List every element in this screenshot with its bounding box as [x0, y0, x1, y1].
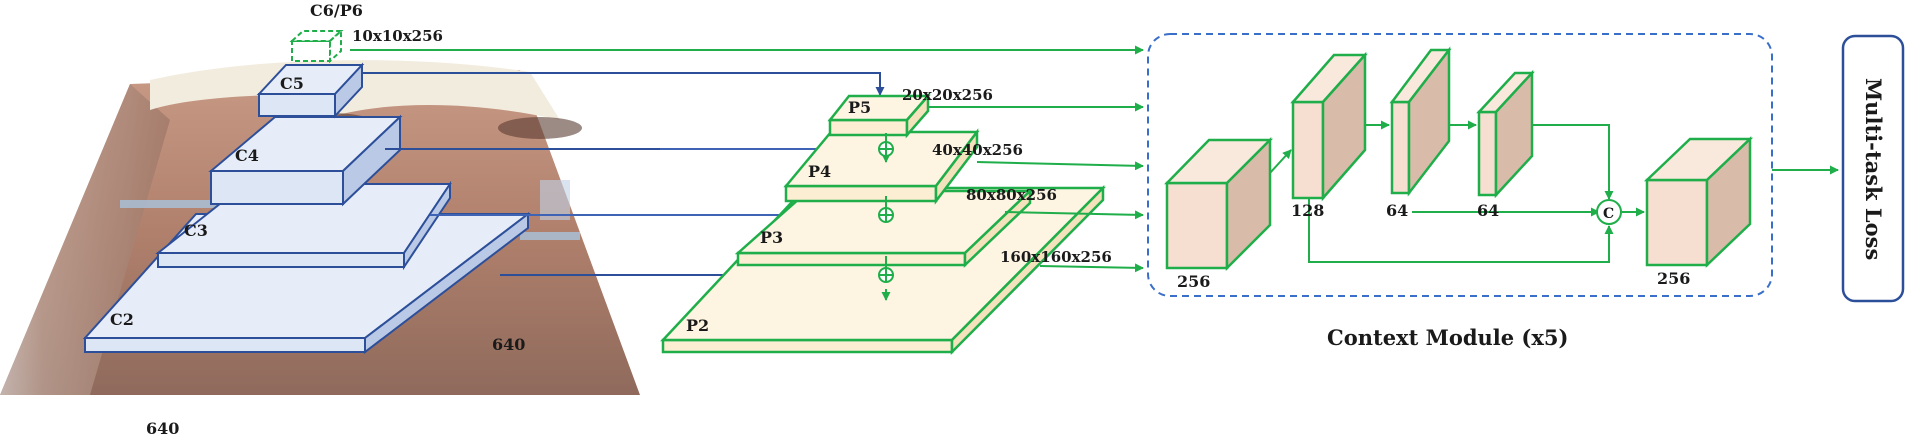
p5-dim-label: 20x20x256	[902, 86, 993, 104]
lateral-connections	[362, 72, 885, 280]
circle-plus-icon	[878, 141, 894, 157]
c4-label: C4	[235, 146, 259, 165]
circle-c-icon: C	[1596, 199, 1622, 225]
context-branch-64-cube-2	[1476, 69, 1535, 199]
fpn-p5	[827, 92, 931, 139]
circle-plus-icon	[878, 207, 894, 223]
c5-label: C5	[280, 74, 304, 93]
context-branch-128-cube	[1290, 51, 1368, 202]
image-height-label: 640	[146, 419, 179, 438]
backbone-c5	[256, 62, 365, 119]
context-input-cube	[1164, 136, 1274, 272]
context-module-title: Context Module (x5)	[1327, 325, 1568, 350]
p3-label: P3	[760, 228, 783, 247]
backbone-c4	[208, 114, 403, 207]
p2-dim-label: 160x160x256	[1000, 248, 1112, 266]
context-internal-arrows	[1269, 120, 1645, 263]
fpn-to-context-arrows	[350, 45, 1144, 273]
circle-plus-icon	[878, 267, 894, 283]
concat-symbol: C	[1603, 206, 1614, 222]
context-branch1-channels: 128	[1291, 201, 1324, 220]
p2-label: P2	[686, 316, 709, 335]
context-branch2-channels: 64	[1386, 201, 1408, 220]
context-output-channels: 256	[1657, 269, 1690, 288]
p5-label: P5	[848, 98, 871, 117]
context-module-box	[1147, 33, 1773, 297]
multi-task-loss-box	[1841, 34, 1905, 303]
context-input-channels: 256	[1177, 272, 1210, 291]
c6p6-label: C6/P6	[310, 1, 363, 20]
c2-label: C2	[110, 310, 134, 329]
p4-dim-label: 40x40x256	[932, 141, 1023, 159]
p3-dim-label: 80x80x256	[966, 186, 1057, 204]
context-branch-64-cube-1	[1389, 46, 1452, 197]
p4-label: P4	[808, 162, 831, 181]
multi-task-loss-label: Multi-task Loss	[1861, 78, 1886, 260]
image-width-label: 640	[492, 335, 525, 354]
context-branch3-channels: 64	[1477, 201, 1499, 220]
context-output-cube	[1643, 136, 1754, 268]
c6p6-dim-label: 10x10x256	[352, 27, 443, 45]
backbone-c6p6	[289, 28, 344, 64]
c3-label: C3	[184, 221, 208, 240]
